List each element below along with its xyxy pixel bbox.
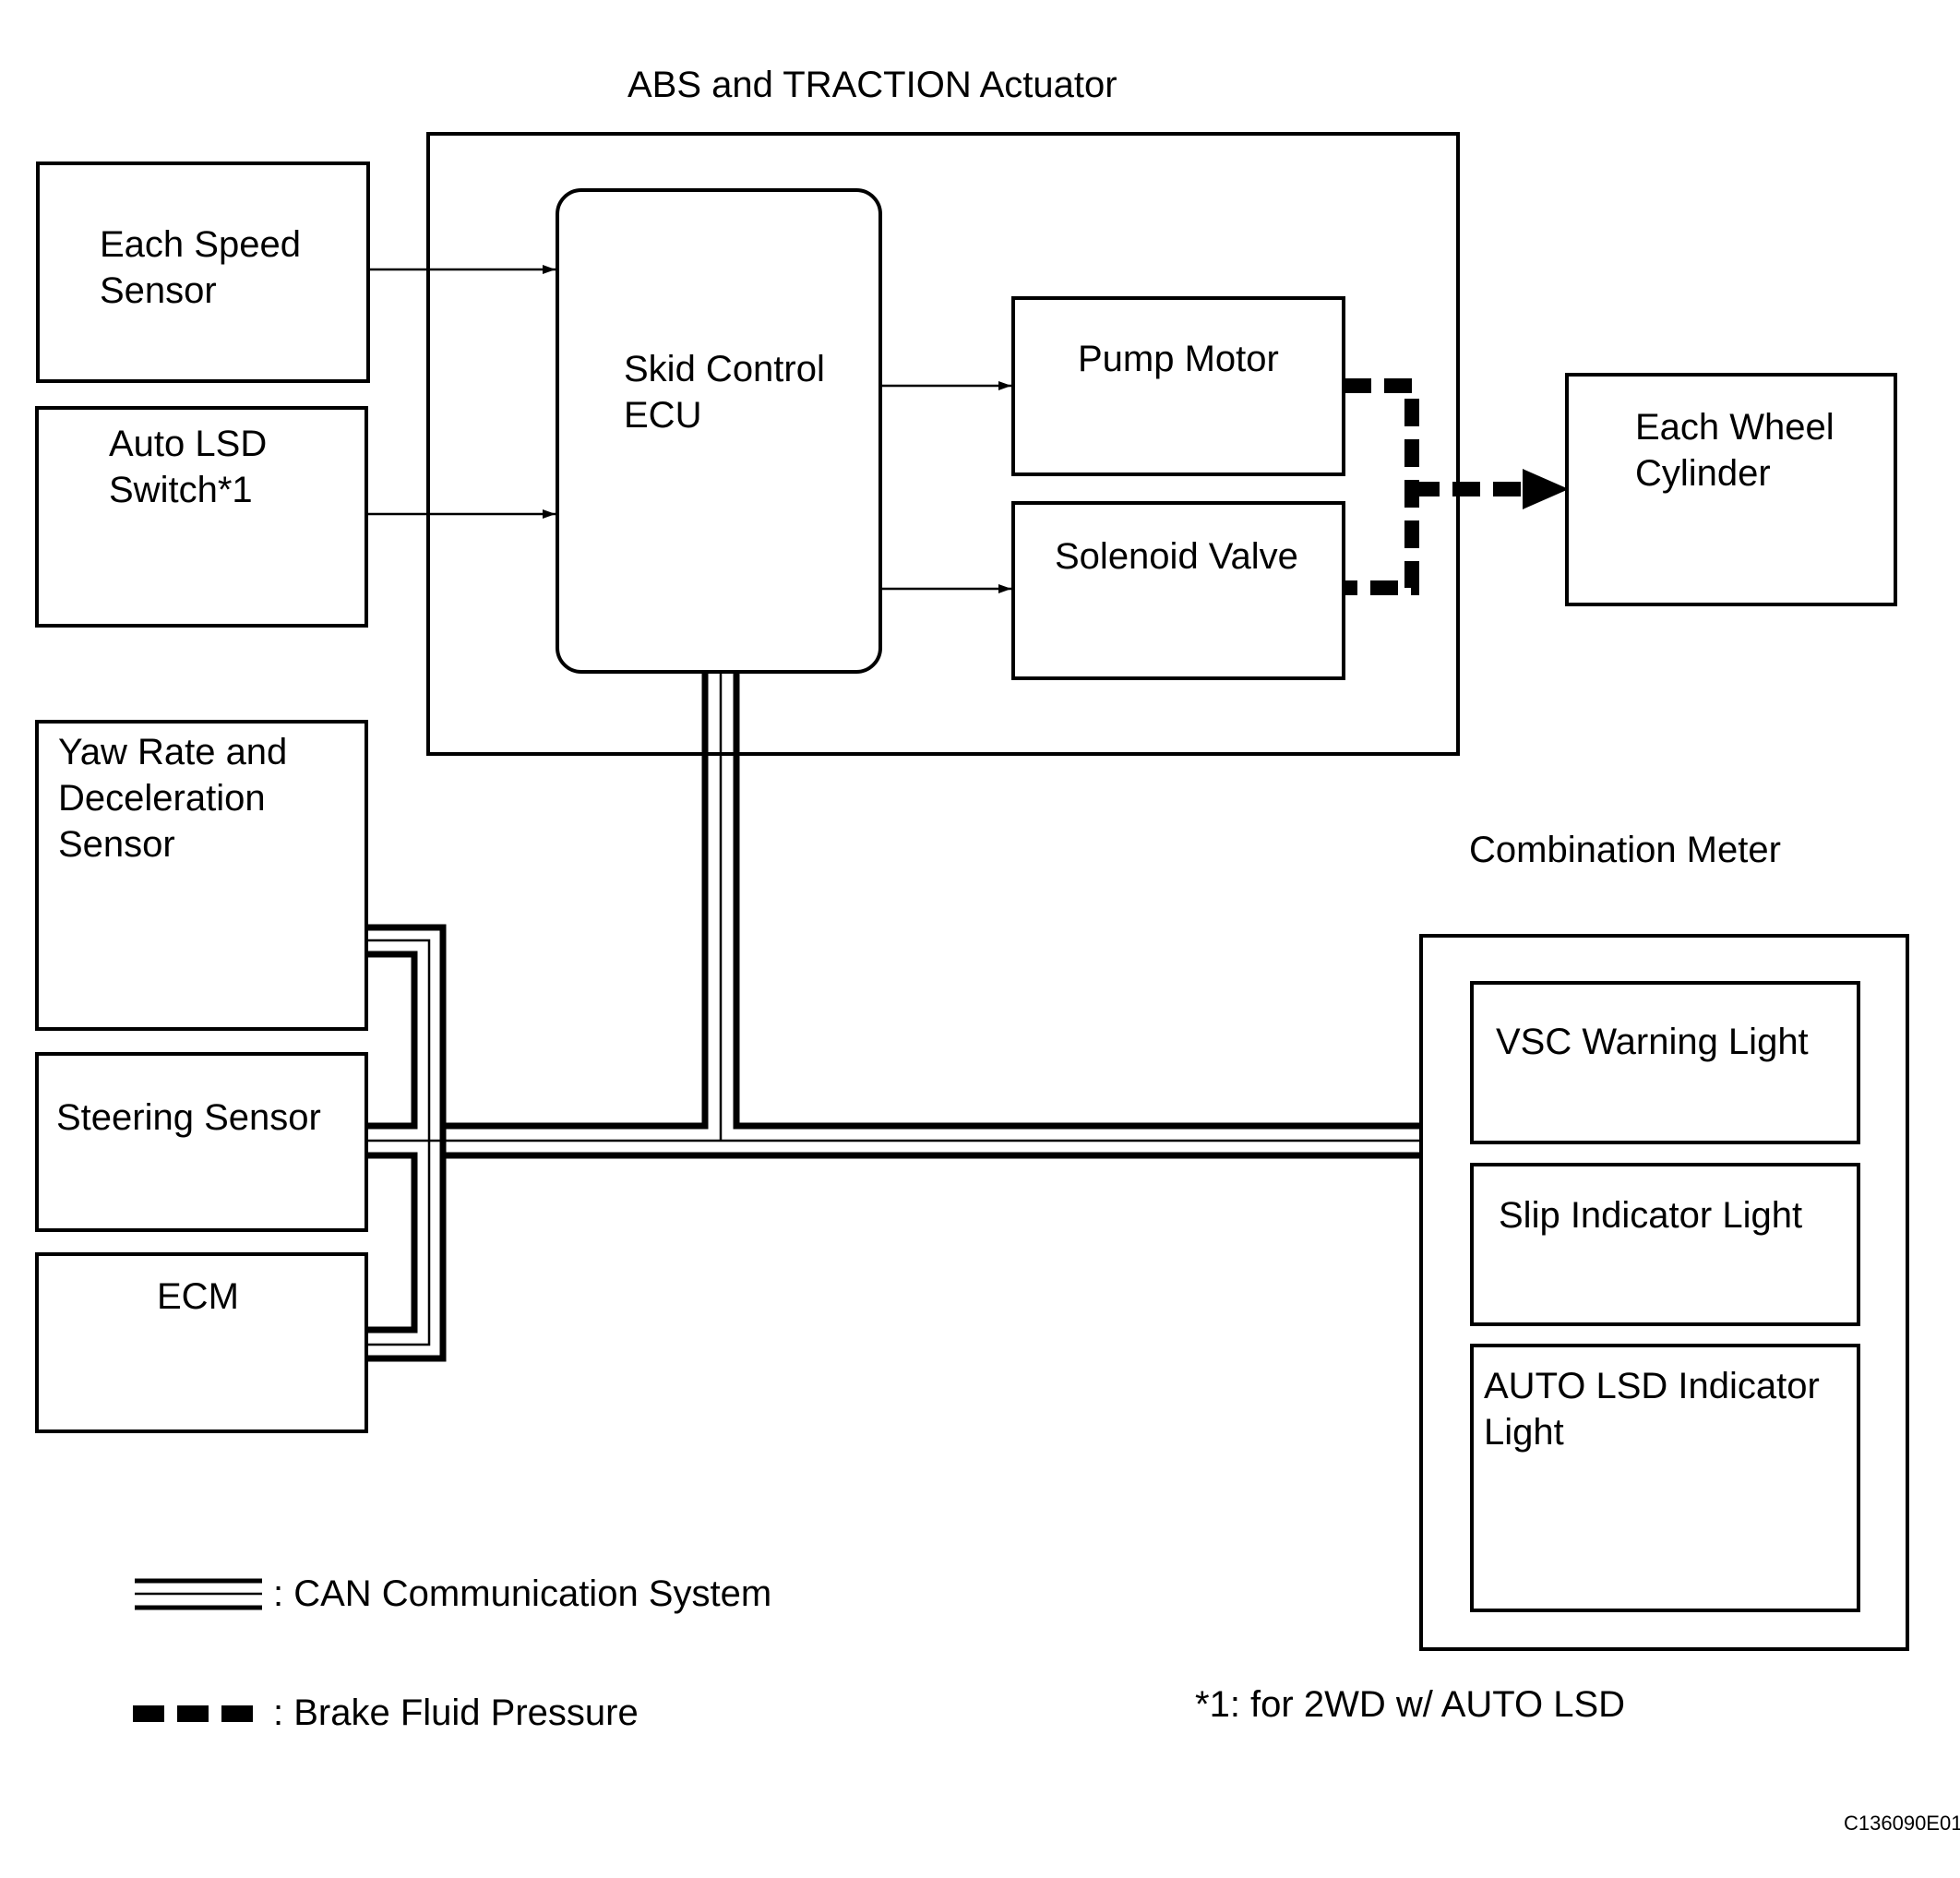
- auto-lsd-switch-label: Auto LSD Switch*1: [109, 424, 277, 510]
- yaw-rate-sensor-box: [35, 720, 368, 1031]
- pump-motor-box: [1011, 296, 1345, 476]
- brake-fluid-arrowhead: [1523, 469, 1569, 509]
- legend-can-symbol: [135, 1578, 262, 1610]
- skid-control-ecu-box: [556, 188, 882, 674]
- solenoid-valve-label: Solenoid Valve: [1055, 536, 1298, 577]
- auto-lsd-indicator-light-box: [1470, 1344, 1860, 1612]
- figure-code: C136090E01: [1844, 1812, 1960, 1835]
- solenoid-valve-box: [1011, 501, 1345, 680]
- each-wheel-cylinder-box: [1565, 373, 1897, 606]
- auto-lsd-switch-box: [35, 406, 368, 628]
- footnote: *1: for 2WD w/ AUTO LSD: [1195, 1684, 1625, 1725]
- steering-sensor-box: [35, 1052, 368, 1232]
- ecm-box: [35, 1252, 368, 1433]
- skid-control-ecu-label: Skid Control ECU: [624, 349, 835, 436]
- slip-indicator-light-label: Slip Indicator Light: [1499, 1195, 1802, 1236]
- actuator-title: ABS and TRACTION Actuator: [627, 65, 1117, 105]
- vsc-warning-light-box: [1470, 981, 1860, 1144]
- combination-meter-title: Combination Meter: [1469, 830, 1781, 870]
- legend-can-label: : CAN Communication System: [273, 1573, 771, 1614]
- each-speed-sensor-label: Each Speed Sensor: [100, 224, 311, 311]
- vsc-warning-light-label: VSC Warning Light: [1496, 1022, 1809, 1062]
- can-communication-bus: [366, 674, 1421, 1362]
- legend-brake-label: : Brake Fluid Pressure: [273, 1693, 639, 1733]
- steering-sensor-label: Steering Sensor: [56, 1097, 321, 1138]
- brake-fluid-pressure-path: [1344, 378, 1523, 595]
- each-speed-sensor-box: [36, 161, 370, 383]
- ecm-label: ECM: [157, 1276, 239, 1317]
- each-wheel-cylinder-label: Each Wheel Cylinder: [1635, 407, 1845, 494]
- yaw-rate-sensor-label: Yaw Rate and Deceleration Sensor: [58, 732, 297, 865]
- slip-indicator-light-box: [1470, 1163, 1860, 1326]
- pump-motor-label: Pump Motor: [1078, 339, 1279, 379]
- auto-lsd-indicator-light-label: AUTO LSD Indicator Light: [1484, 1366, 1830, 1453]
